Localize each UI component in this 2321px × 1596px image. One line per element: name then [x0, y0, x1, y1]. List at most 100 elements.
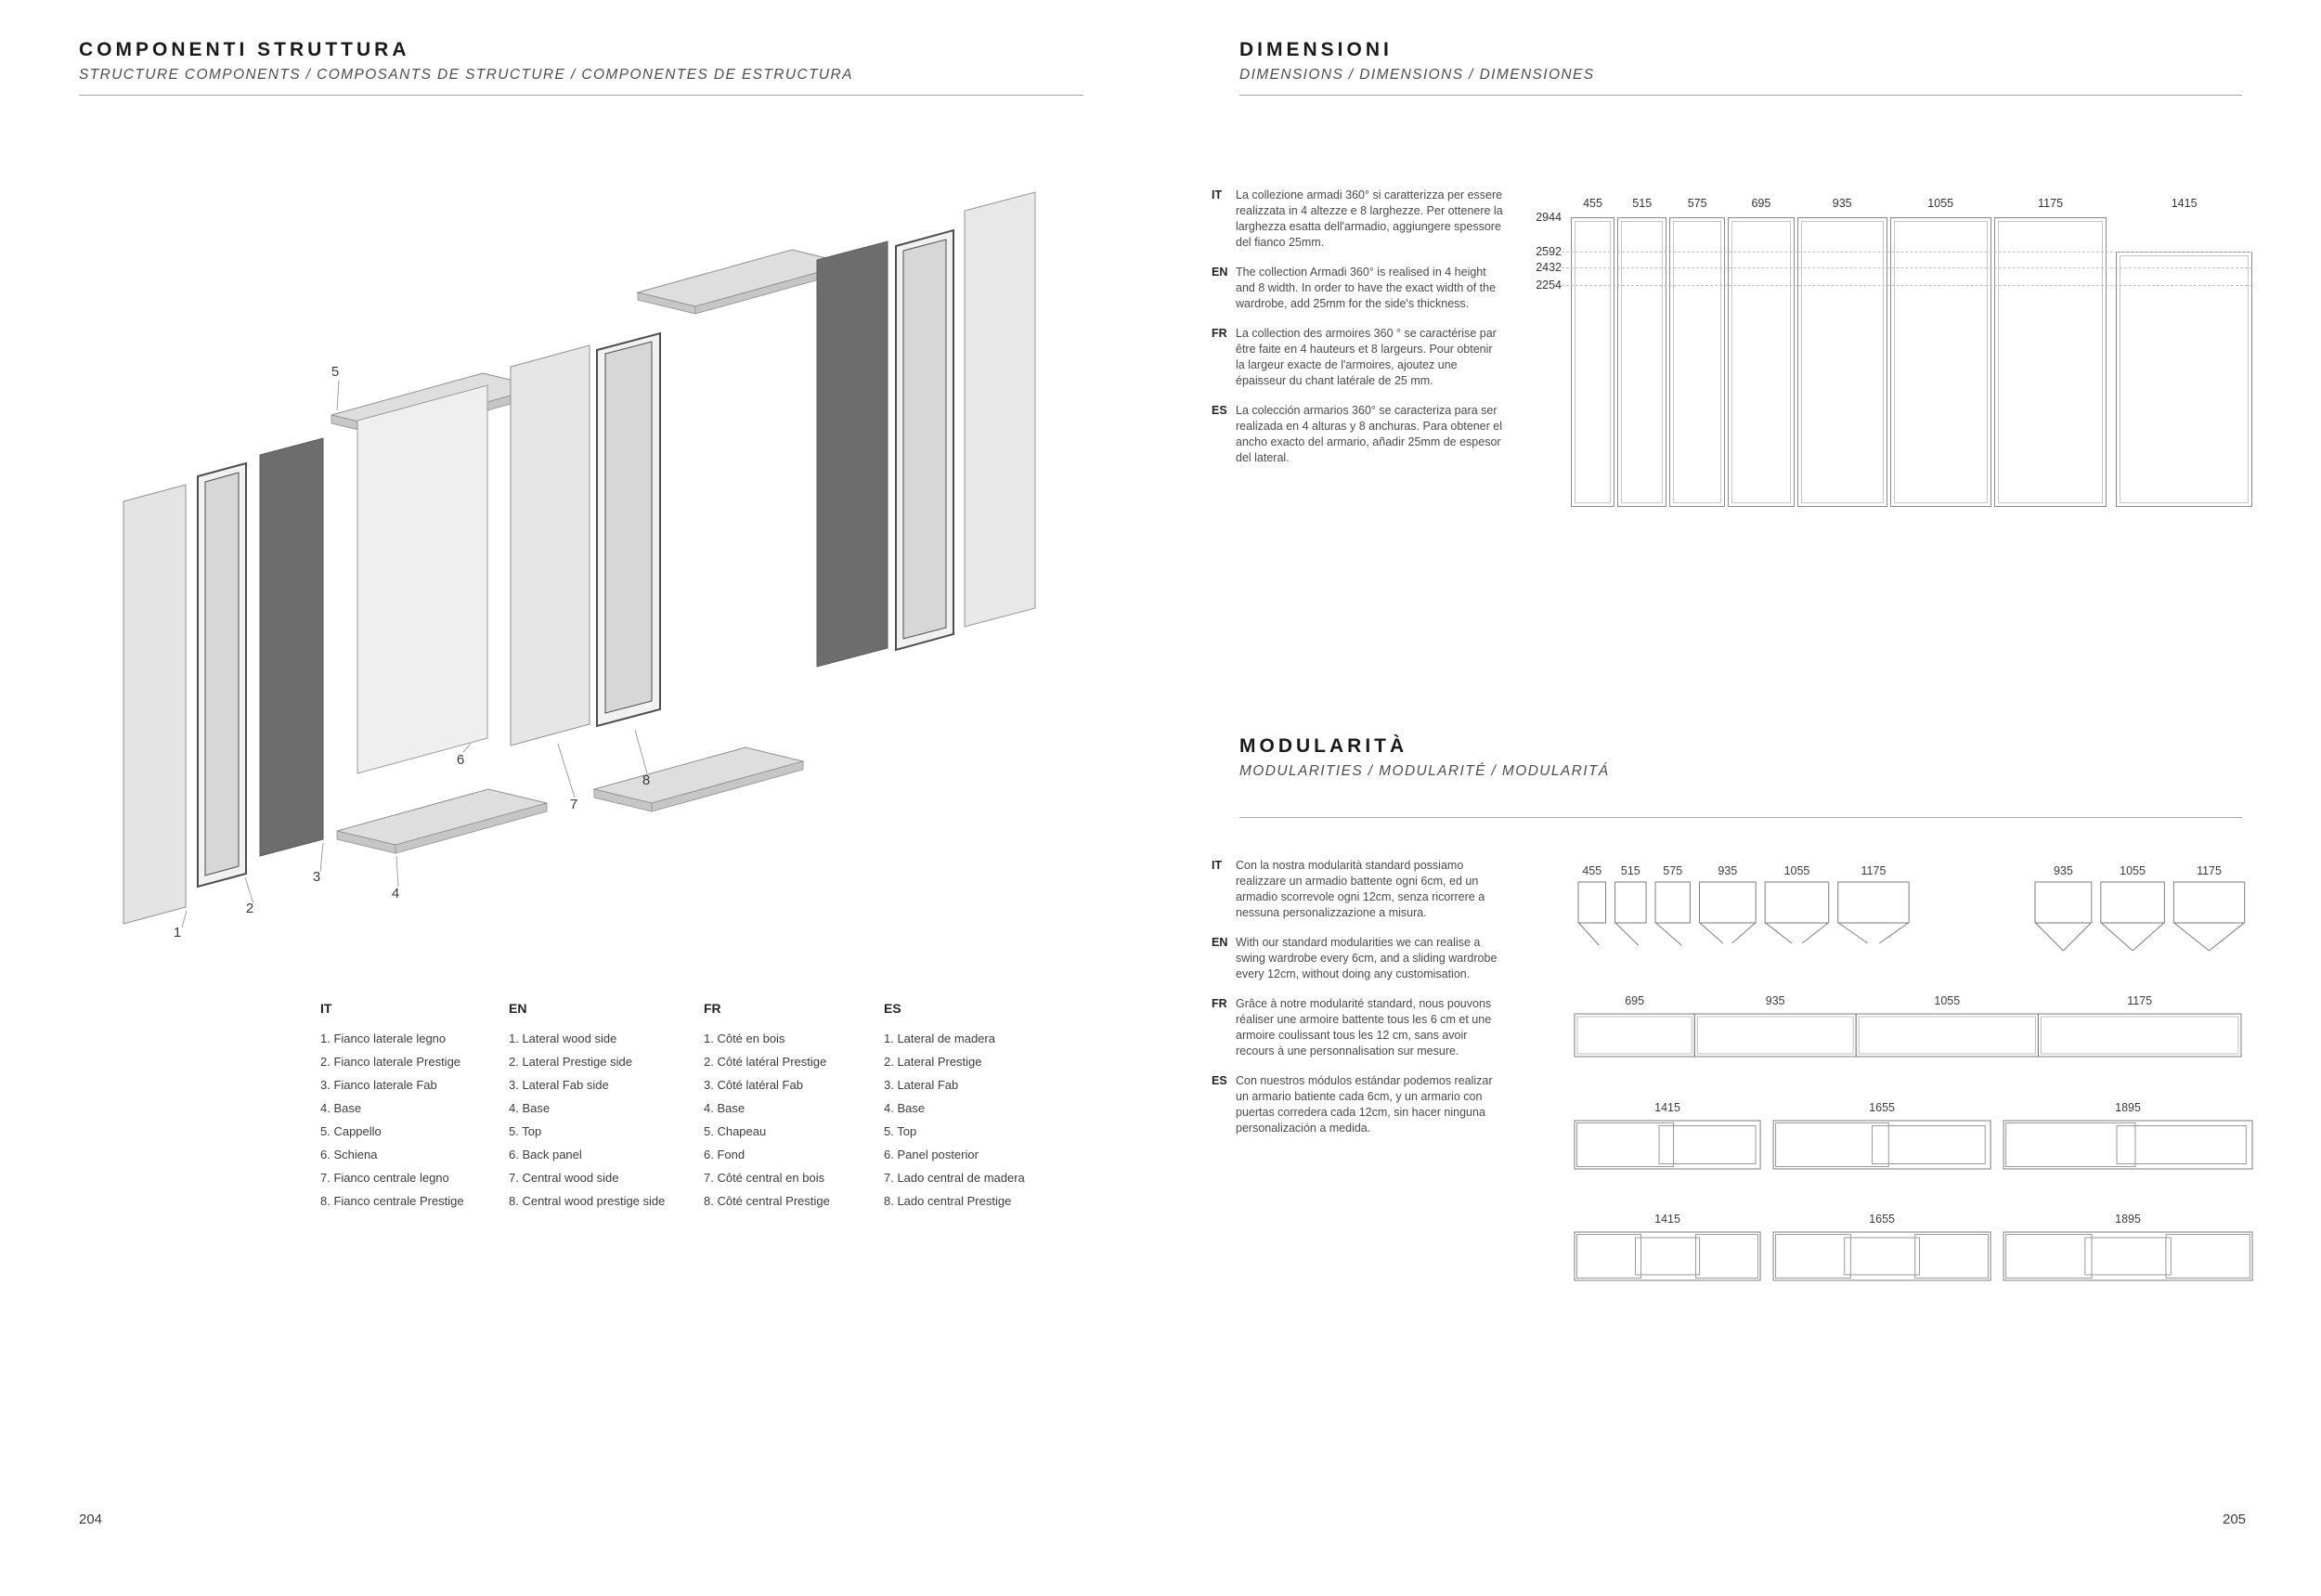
legend-item: 1. Fianco laterale legno — [320, 1032, 447, 1045]
leader-line — [181, 910, 188, 928]
sliding-door-panel — [1635, 1237, 1701, 1276]
sliding-door-panel — [2116, 1125, 2247, 1164]
dimensions-text: The collection Armadi 360° is realised i… — [1236, 266, 1497, 310]
back-panel — [357, 384, 488, 774]
sliding-width-label: 1415 — [1654, 1213, 1680, 1226]
leader-line — [244, 876, 254, 904]
panel-central-prestige-inner — [604, 341, 653, 714]
module-inner-line — [1800, 221, 1884, 503]
left-page-subtitle: STRUCTURE COMPONENTS / COMPOSANTS DE STR… — [79, 67, 853, 83]
width-label: 1055 — [1927, 197, 1954, 210]
legend-item: 6. Back panel — [509, 1148, 582, 1161]
swing-module — [1577, 881, 1607, 924]
legend-language-label: ES — [884, 1001, 901, 1016]
legend-item: 3. Côté latéral Fab — [704, 1078, 803, 1092]
width-label: 455 — [1583, 197, 1602, 210]
legend-item: 6. Panel posterior — [884, 1148, 979, 1161]
legend-item: 4. Base — [884, 1101, 926, 1115]
right-divider-2 — [1239, 817, 2242, 818]
door-open-line — [2035, 922, 2064, 952]
hinged-module-inner — [1696, 1016, 1854, 1055]
legend-item: 4. Base — [320, 1101, 362, 1115]
swing-module — [1698, 881, 1757, 924]
legend-item: 8. Côté central Prestige — [704, 1194, 830, 1208]
height-guide-line — [1562, 285, 2252, 287]
hinged-width-label: 935 — [1766, 994, 1785, 1007]
sliding-door-panel — [1576, 1122, 1675, 1167]
sliding-module — [1772, 1231, 1991, 1281]
height-label: 2254 — [1536, 279, 1562, 292]
leader-line — [319, 842, 324, 873]
door-open-line — [2063, 922, 2092, 952]
swing-width-label: 455 — [1582, 864, 1601, 877]
swing-module — [2034, 881, 2093, 924]
height-guide-line — [1562, 252, 2252, 253]
leader-line — [557, 743, 576, 798]
door-swing-line — [1878, 922, 1909, 944]
sliding-door-panel — [1914, 1234, 1990, 1278]
module-inner-line — [1893, 221, 1988, 503]
leader-line — [462, 743, 472, 753]
swing-module — [1837, 881, 1910, 924]
legend-item: 5. Top — [509, 1124, 542, 1138]
legend-item: 5. Top — [884, 1124, 917, 1138]
modularity-text: Con nuestros módulos estándar podemos re… — [1236, 1074, 1493, 1135]
legend-item: 3. Lateral Fab side — [509, 1078, 609, 1092]
legend-item: 8. Fianco centrale Prestige — [320, 1194, 464, 1208]
legend-item: 2. Lateral Prestige — [884, 1055, 982, 1069]
dimensions-subtitle: DIMENSIONS / DIMENSIONS / DIMENSIONES — [1239, 67, 1595, 83]
language-label: IT — [1212, 859, 1223, 872]
base-panel-edge — [395, 802, 548, 854]
leader-line — [634, 729, 648, 774]
sliding-width-label: 1895 — [2115, 1213, 2141, 1226]
door-open-line — [2173, 922, 2210, 952]
sliding-door-panel — [1775, 1234, 1851, 1278]
swing-width-label: 935 — [2054, 864, 2073, 877]
width-label: 1415 — [2171, 197, 2198, 210]
hinged-module-inner — [2040, 1016, 2239, 1055]
swing-module — [2172, 881, 2246, 924]
sliding-width-label: 1655 — [1869, 1101, 1895, 1114]
sliding-door-panel — [1658, 1125, 1757, 1164]
leader-line — [336, 380, 340, 411]
swing-width-label: 1175 — [1861, 864, 1887, 877]
legend-item: 6. Schiena — [320, 1148, 378, 1161]
dimensions-text: La colección armarios 360° se caracteriz… — [1236, 404, 1502, 464]
sliding-door-panel — [2084, 1237, 2172, 1276]
panel-lateral-prestige-inner — [204, 472, 240, 876]
right-page-number: 205 — [2223, 1512, 2247, 1527]
sliding-module — [2003, 1120, 2253, 1170]
part-number-8: 8 — [642, 772, 650, 788]
wardrobe-width-module — [1796, 217, 1887, 507]
modularity-title: MODULARITÀ — [1239, 735, 1408, 757]
modularity-text: Con la nostra modularità standard possia… — [1236, 859, 1485, 919]
legend-item: 7. Côté central en bois — [704, 1171, 825, 1185]
modularity-paragraphs: IT Con la nostra modularità standard poss… — [1212, 858, 1503, 1150]
panel-fab-right — [816, 240, 888, 668]
exploded-structure-diagram: 1 2 3 4 5 6 7 8 — [123, 191, 1036, 941]
legend-language-label: FR — [704, 1001, 721, 1016]
sliding-module — [1574, 1120, 1761, 1170]
language-label: IT — [1212, 188, 1223, 201]
part-number-5: 5 — [331, 364, 339, 380]
part-number-1: 1 — [174, 925, 181, 941]
hinged-module-inner — [1576, 1016, 1692, 1055]
modularity-text: Grâce à notre modularité standard, nous … — [1236, 997, 1492, 1058]
swing-module — [1764, 881, 1830, 924]
wardrobe-width-module — [1669, 217, 1725, 507]
hinged-module — [2037, 1013, 2242, 1058]
swing-width-label: 515 — [1621, 864, 1640, 877]
base-panel-right-edge — [651, 760, 804, 812]
door-swing-line — [1765, 922, 1793, 944]
